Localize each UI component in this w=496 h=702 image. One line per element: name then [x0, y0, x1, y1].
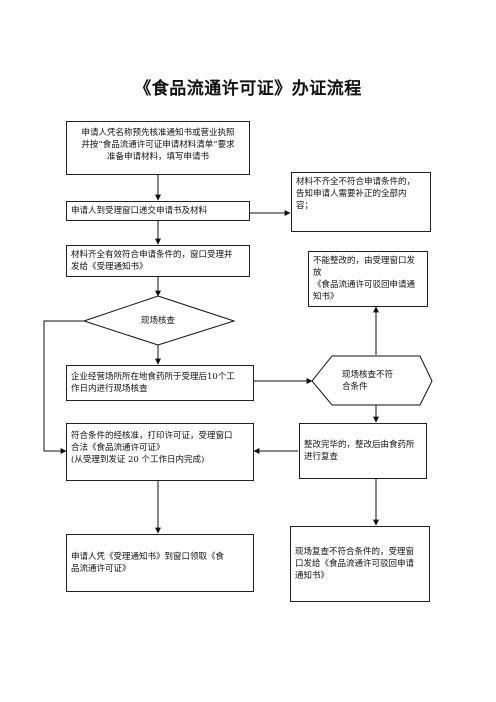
- box-submit-application: 申请人到受理窗口递交申请书及材料: [66, 201, 250, 221]
- box-incomplete-materials: 材料不齐全不符合申请条件的， 告知申请人需要补正的全部内 容；: [291, 172, 431, 232]
- diamond-label: 现场核查: [140, 316, 175, 326]
- box-rectified-recheck: 整改完毕的，整改后由食药所 进行复查: [299, 423, 427, 479]
- page-title: 《食品流通许可证》办证流程: [134, 79, 362, 99]
- box-cannot-rectify: 不能整改的，由受理窗口发放 《食品流通许可驳回申请通 知书》: [308, 251, 428, 307]
- inspection-fail-hexagon: [311, 355, 433, 406]
- arrow-diamond-b7: [43, 320, 84, 454]
- box-approve-license: 符合条件的经核准，打印许可证，受理窗口 合法《食品流通许可证》 (从受理到发证 …: [66, 423, 254, 481]
- box-onsite-inspection: 企业经营场所所在地食药所于受理后10个工 作日内进行现场核查: [66, 365, 254, 401]
- hexagon-label: 现场核查不符 合条件: [342, 370, 394, 392]
- box-accept-application: 材料齐全有效符合申请条件的，窗口受理并 发给《受理通知书》: [66, 245, 250, 277]
- onsite-inspection-diamond: [82, 295, 236, 346]
- box-prepare-materials: 申请人凭名称预先核准通知书或营业执照 并按“食品流通许可证申请材料清单”要求 准…: [66, 121, 250, 175]
- box-collect-license: 申请人凭《受理通知书》到窗口领取《食 品流通许可证》: [66, 534, 254, 592]
- box-recheck-rejected: 现场复查不符合条件的，受理窗 口发给《食品流通许可驳回申请 通知书》: [290, 526, 430, 602]
